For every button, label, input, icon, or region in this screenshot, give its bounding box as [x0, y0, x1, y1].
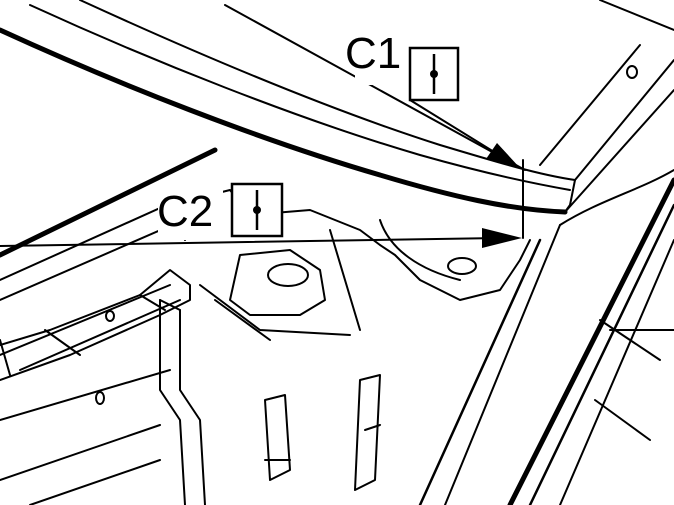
roof-rail-panel — [0, 0, 674, 215]
spot-weld-symbol-icon — [230, 182, 284, 238]
rail-hole — [626, 65, 638, 79]
callout-c1-label: C1 — [345, 29, 401, 78]
floor-member — [0, 269, 191, 505]
center-channel — [159, 299, 206, 505]
arrowhead-c1-icon — [486, 143, 520, 168]
bracket-hole — [447, 257, 477, 275]
leader-c1 — [409, 99, 520, 168]
floor-hole-2 — [95, 391, 105, 405]
callout-c2-label: C2 — [157, 187, 213, 236]
cowl-ribs — [0, 147, 218, 371]
callout-c2: C2 — [157, 182, 284, 240]
lower-slots — [264, 374, 381, 491]
spot-weld-symbol-icon — [408, 46, 460, 102]
leader-c2 — [0, 228, 522, 248]
callout-c1: C1 — [345, 29, 460, 102]
inner-bracket — [184, 189, 531, 341]
arrowhead-c2-icon — [482, 228, 522, 248]
a-pillar — [418, 169, 674, 505]
bracket-slot — [267, 263, 309, 287]
floor-hole-1 — [105, 310, 115, 322]
